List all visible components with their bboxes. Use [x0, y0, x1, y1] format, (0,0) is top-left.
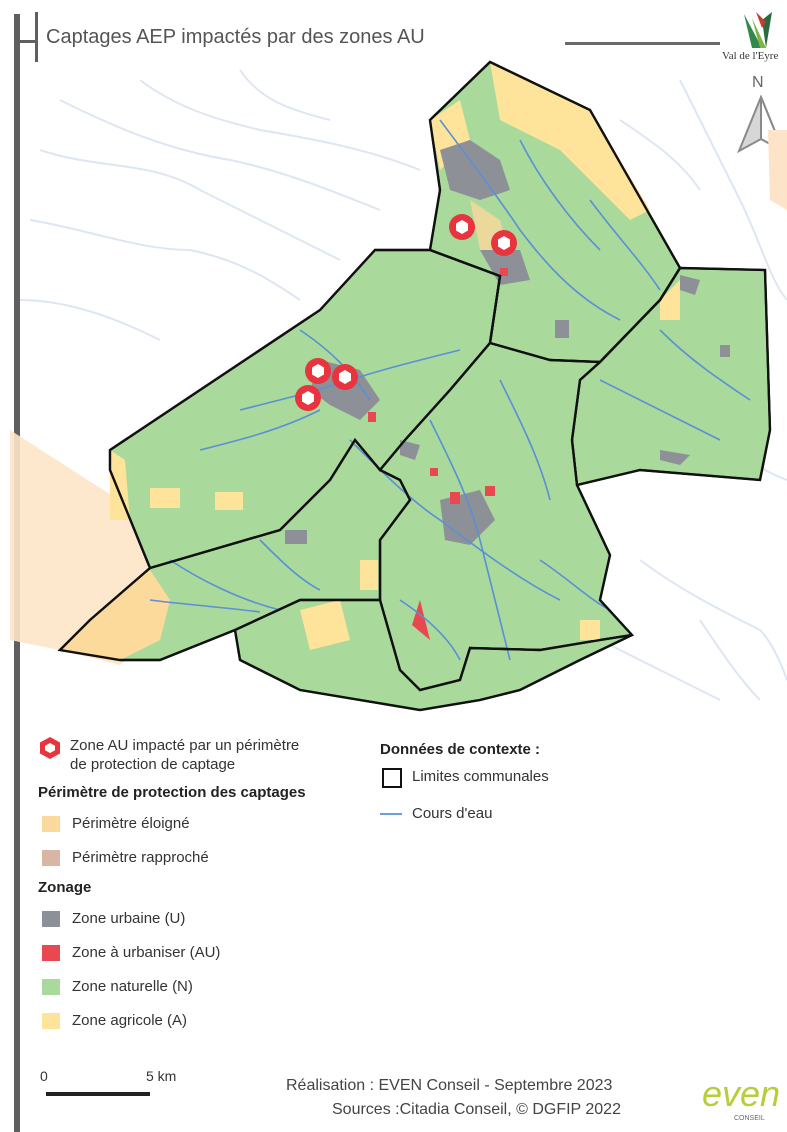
frame-title-bar [35, 12, 38, 62]
legend-au-impacted-line2: de protection de captage [70, 756, 236, 773]
swatch-perimetre-eloigne [42, 816, 60, 832]
au-impacted-marker [449, 214, 475, 240]
scale-start-label: 0 [40, 1068, 48, 1084]
au-impacted-markers [295, 214, 517, 411]
even-logo-sub: CONSEIL [734, 1115, 765, 1122]
background-rivers [19, 69, 787, 701]
swatch-zone-a-urbaniser [42, 945, 60, 961]
legend-zone-urbaine: Zone urbaine (U) [72, 910, 186, 927]
outer-perimeter-right [768, 130, 787, 210]
au-impacted-legend-icon [40, 737, 60, 759]
even-conseil-logo: even CONSEIL [702, 1074, 780, 1122]
even-logo-word: even [702, 1074, 780, 1114]
val-de-leyre-logo [744, 12, 772, 48]
legend-context-heading: Données de contexte : [380, 741, 541, 758]
swatch-zone-agricole [42, 1013, 60, 1029]
legend-zone-agricole: Zone agricole (A) [72, 1012, 188, 1029]
au-zones [368, 268, 508, 640]
au-impacted-marker [332, 364, 358, 390]
swatch-zone-urbaine [42, 911, 60, 927]
north-label: N [752, 74, 764, 91]
legend-zone-a-urbaniser: Zone à urbaniser (AU) [72, 944, 221, 961]
commune-borders [57, 60, 772, 712]
legend-zone-naturelle: Zone naturelle (N) [72, 978, 193, 995]
legend-limites-communales: Limites communales [412, 768, 549, 785]
au-impacted-marker [295, 385, 321, 411]
legend-au-impacted-line1: Zone AU impacté par un périmètre [70, 737, 300, 754]
legend-perimetre-eloigne: Périmètre éloigné [72, 815, 190, 832]
scale-bar [46, 1092, 150, 1096]
page-title: Captages AEP impactés par des zones AU [46, 26, 425, 48]
credit-realisation: Réalisation : EVEN Conseil - Septembre 2… [286, 1077, 613, 1094]
swatch-perimetre-rapproche [42, 850, 60, 866]
legend-zoning-heading: Zonage [38, 879, 92, 896]
perimeter-eloigne-sw [60, 570, 170, 660]
swatch-cours-deau [380, 813, 402, 815]
legend-perimetre-rapproche: Périmètre rapproché [72, 849, 209, 866]
swatch-zone-naturelle [42, 979, 60, 995]
swatch-limites-communales [382, 768, 402, 788]
map-canvas [10, 60, 787, 712]
legend-cours-deau: Cours d'eau [412, 805, 493, 822]
brand-name: Val de l'Eyre [722, 50, 779, 62]
title-underline [565, 42, 720, 45]
legend-perimeter-heading: Périmètre de protection des captages [38, 784, 306, 801]
au-impacted-marker [305, 358, 331, 384]
au-impacted-marker [491, 230, 517, 256]
credit-sources: Sources :Citadia Conseil, © DGFIP 2022 [332, 1101, 621, 1118]
frame-top-tick [14, 40, 36, 43]
scale-end-label: 5 km [146, 1068, 177, 1084]
